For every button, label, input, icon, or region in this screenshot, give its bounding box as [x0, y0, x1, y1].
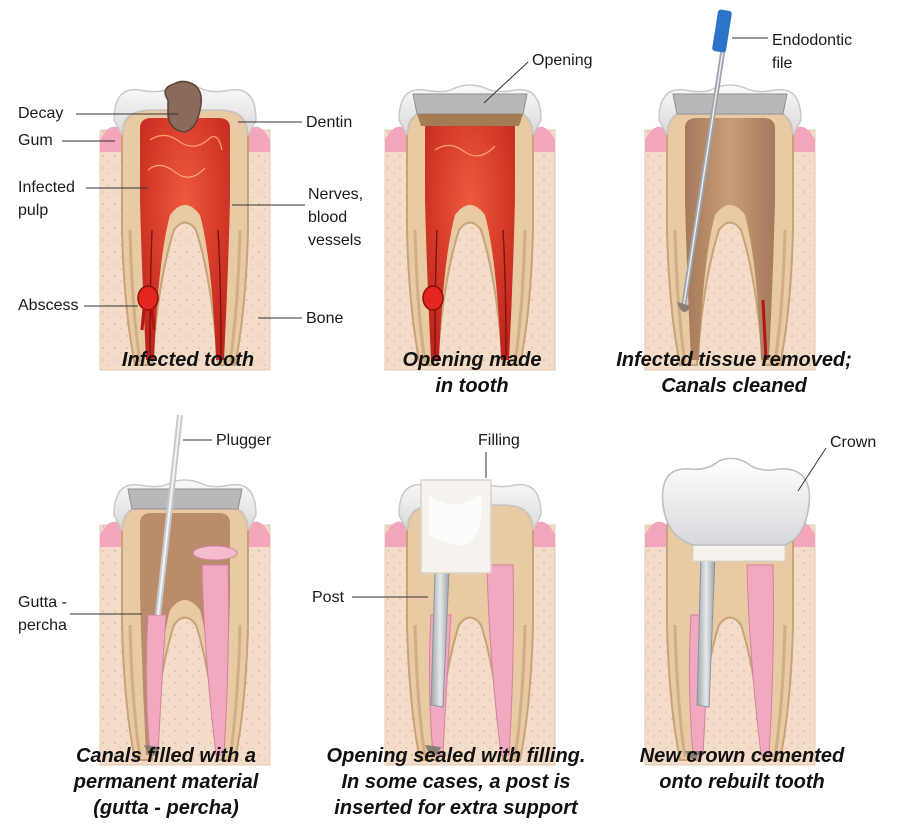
panel-infected-tooth — [98, 80, 272, 372]
panel-canals-cleaned — [643, 9, 817, 372]
caption-new-crown: New crown cemented onto rebuilt tooth — [639, 745, 845, 793]
caption-canals-cleaned: Infected tissue removed; Canals cleaned — [616, 349, 852, 397]
label-filling: Filling — [478, 432, 520, 449]
label-nerves-2: blood — [308, 209, 348, 226]
label-endodontic-file-2: file — [772, 55, 793, 72]
label-abscess: Abscess — [18, 297, 79, 314]
label-infected-pulp-1: Infected — [18, 179, 75, 196]
panel-new-crown — [643, 457, 817, 767]
leader-lines — [62, 37, 827, 615]
label-endodontic-file-1: Endodontic — [772, 32, 853, 49]
panel-gutta-percha — [98, 414, 272, 767]
label-nerves-1: Nerves, — [308, 186, 364, 203]
abscess-blob — [137, 285, 159, 311]
label-crown: Crown — [830, 434, 877, 451]
label-nerves-3: vessels — [308, 232, 362, 249]
label-post: Post — [312, 589, 345, 606]
caption-infected-tooth: Infected tooth — [121, 349, 255, 371]
panel-filling-post — [383, 479, 557, 767]
endodontic-file-handle — [712, 9, 732, 53]
caption-filling-post: Opening sealed with filling. In some cas… — [326, 745, 586, 819]
caption-gutta-percha: Canals filled with a permanent material … — [73, 745, 259, 819]
crown-cap — [661, 457, 811, 546]
decay-spot — [164, 80, 203, 133]
label-gutta-percha-1: Gutta - — [18, 594, 67, 611]
label-gutta-percha-2: percha — [18, 617, 67, 634]
label-infected-pulp-2: pulp — [18, 202, 49, 219]
label-decay: Decay — [18, 105, 64, 122]
label-gum: Gum — [18, 132, 53, 149]
caption-opening-made: Opening made in tooth — [402, 349, 542, 397]
label-plugger: Plugger — [216, 432, 272, 449]
panel-opening-made — [383, 84, 557, 372]
label-dentin: Dentin — [306, 114, 353, 131]
label-bone: Bone — [306, 310, 344, 327]
label-opening: Opening — [532, 52, 593, 69]
